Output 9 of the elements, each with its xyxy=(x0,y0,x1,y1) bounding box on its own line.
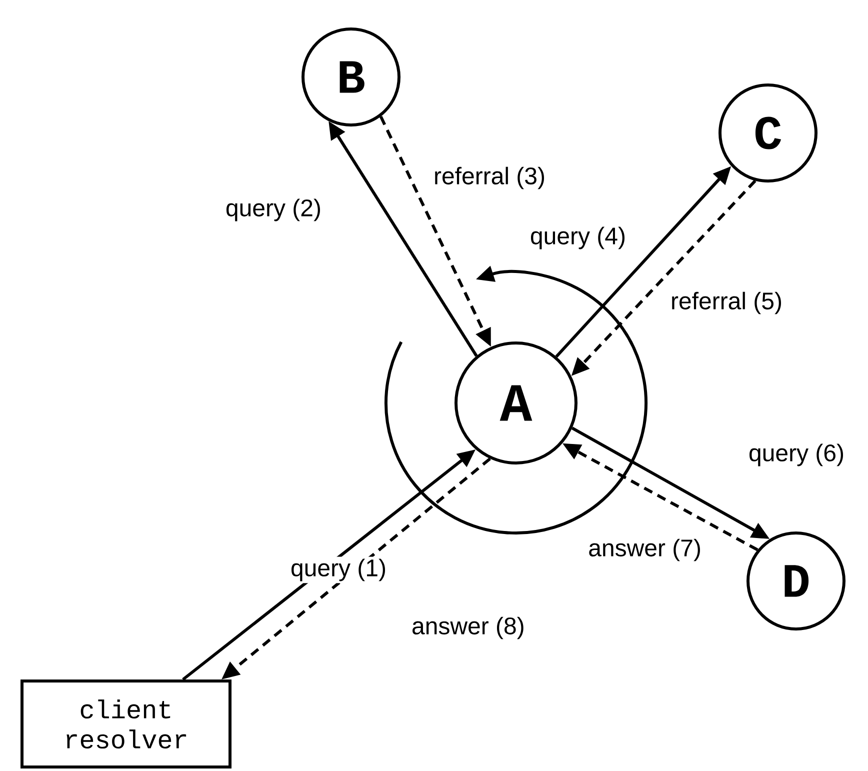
resolver-box: client resolver xyxy=(20,680,232,768)
edge-label: referral (5) xyxy=(668,290,785,316)
edge-label: query (4) xyxy=(528,224,628,252)
edge-label: answer (7) xyxy=(586,536,704,564)
edge-label: query (2) xyxy=(223,196,324,224)
edge-label: referral (3) xyxy=(432,164,548,192)
edge-label: answer (8) xyxy=(410,614,527,642)
edge-label: query (1) xyxy=(288,556,389,584)
edge-label: query (6) xyxy=(746,442,847,468)
